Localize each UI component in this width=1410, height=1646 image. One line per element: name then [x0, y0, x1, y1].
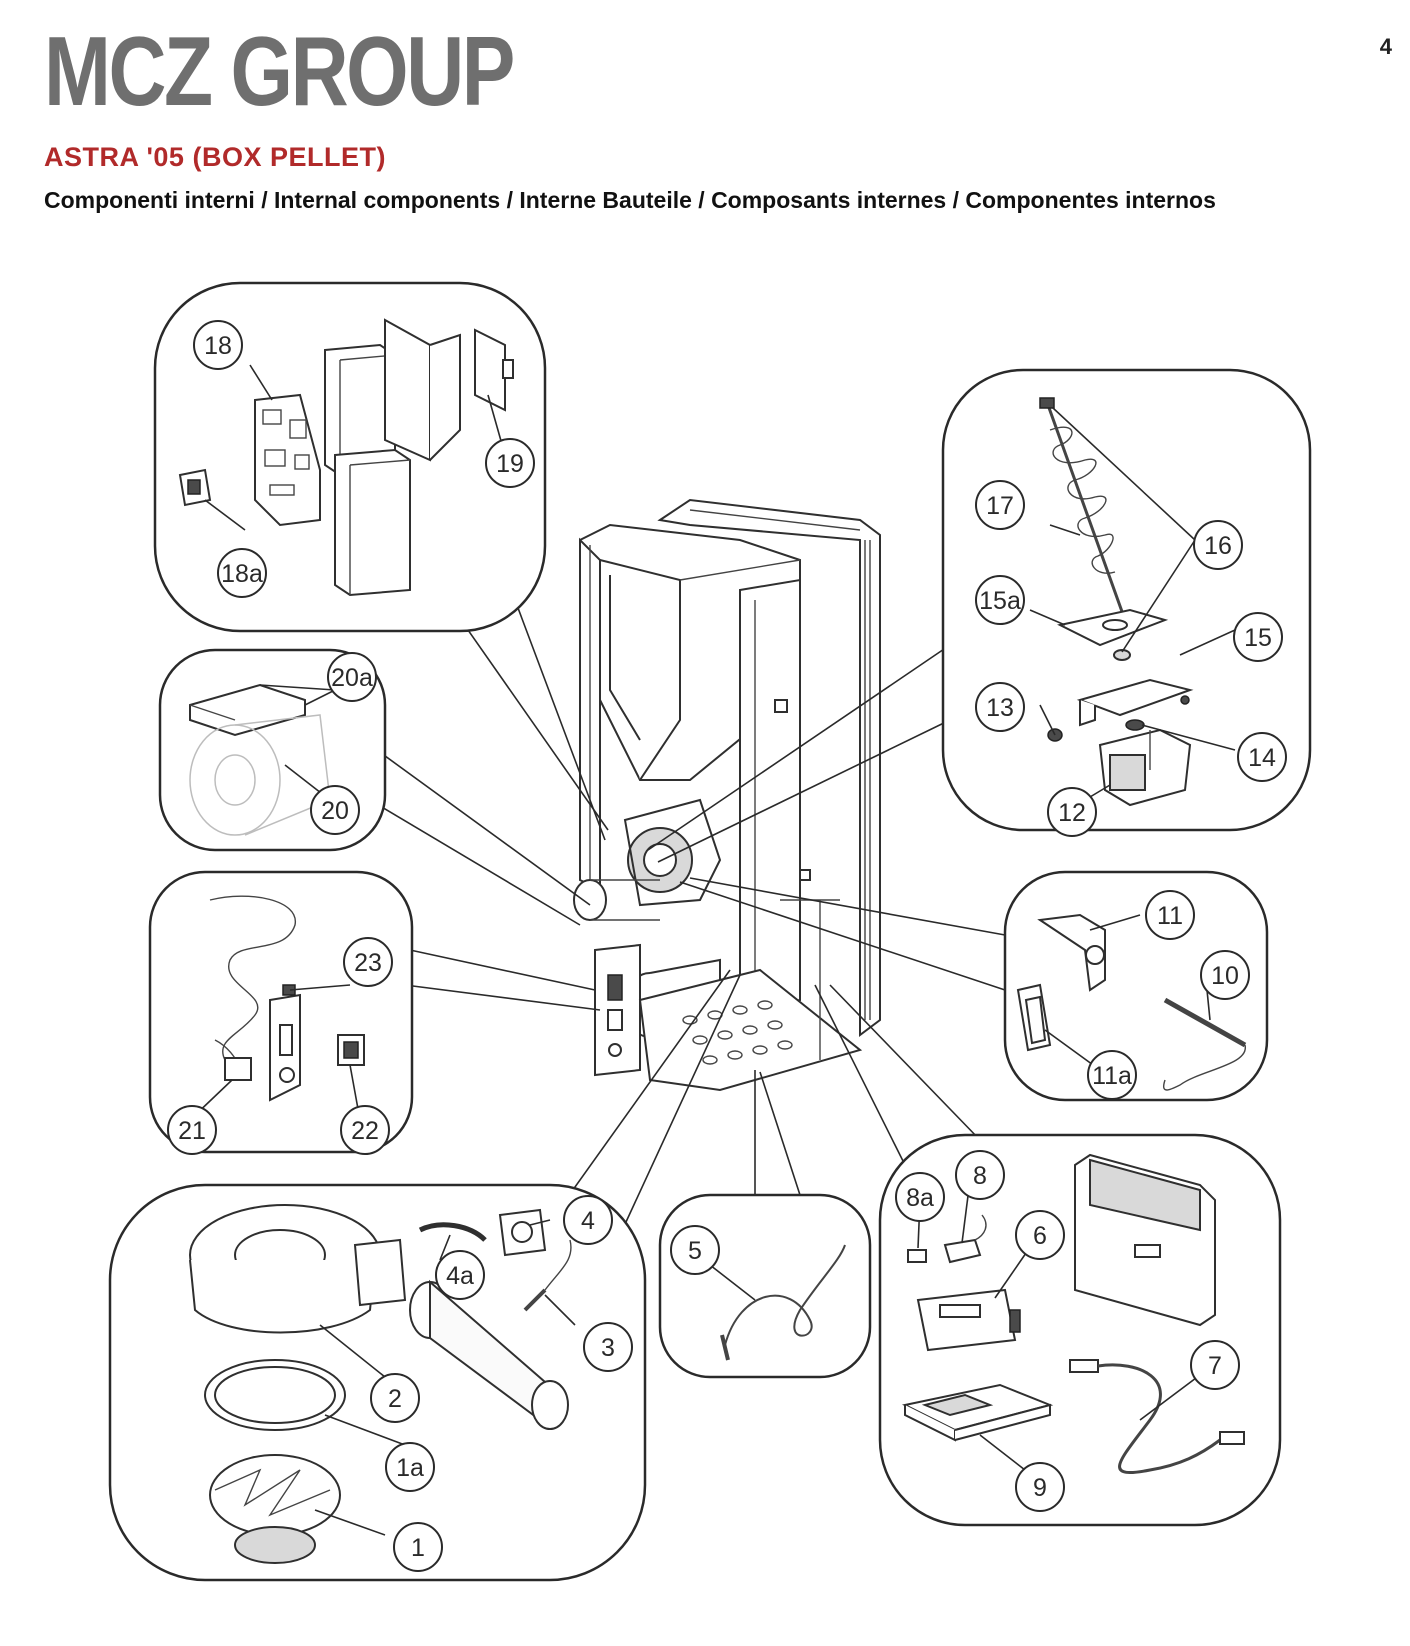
callout-14: 14 [1237, 732, 1287, 782]
svg-text:4a: 4a [446, 1262, 474, 1290]
callout-15a: 15a [975, 575, 1025, 625]
svg-text:2: 2 [388, 1385, 402, 1413]
callout-6: 6 [1015, 1210, 1065, 1260]
svg-text:10: 10 [1211, 962, 1239, 990]
svg-text:15a: 15a [979, 587, 1021, 615]
svg-text:4: 4 [581, 1207, 595, 1235]
page-number: 4 [1379, 34, 1392, 59]
svg-text:22: 22 [351, 1117, 379, 1145]
svg-text:15: 15 [1244, 624, 1272, 652]
callout-5: 5 [670, 1225, 720, 1275]
svg-text:19: 19 [496, 450, 524, 478]
panel-auger [941, 368, 1312, 832]
svg-text:6: 6 [1033, 1222, 1047, 1250]
brand-logo: MCZ GROUP [44, 16, 515, 126]
panel-ignition [1003, 870, 1269, 1102]
svg-text:14: 14 [1248, 744, 1276, 772]
callout-20a: 20a [327, 652, 377, 702]
page-subtitle: Componenti interni / Internal components… [44, 187, 1216, 213]
stove-body [573, 498, 881, 1092]
callout-18: 18 [193, 320, 243, 370]
svg-text:18a: 18a [221, 560, 263, 588]
svg-text:5: 5 [688, 1237, 702, 1265]
callout-15: 15 [1233, 612, 1283, 662]
svg-text:1: 1 [411, 1534, 425, 1562]
callout-17: 17 [975, 480, 1025, 530]
callout-20: 20 [310, 785, 360, 835]
svg-text:20: 20 [321, 797, 349, 825]
callout-8: 8 [955, 1150, 1005, 1200]
callout-7: 7 [1190, 1340, 1240, 1390]
callout-22: 22 [340, 1105, 390, 1155]
svg-text:9: 9 [1033, 1474, 1047, 1502]
panel-display [878, 1133, 1282, 1527]
svg-text:8: 8 [973, 1162, 987, 1190]
callout-9: 9 [1015, 1462, 1065, 1512]
callout-18a: 18a [217, 548, 267, 598]
callout-4a: 4a [435, 1250, 485, 1300]
callout-16: 16 [1193, 520, 1243, 570]
svg-text:13: 13 [986, 694, 1014, 722]
callout-13: 13 [975, 682, 1025, 732]
panel-cable [658, 1193, 872, 1379]
svg-text:7: 7 [1208, 1352, 1222, 1380]
callout-10: 10 [1200, 950, 1250, 1000]
callout-23: 23 [343, 937, 393, 987]
callout-19: 19 [485, 438, 535, 488]
svg-text:11: 11 [1157, 902, 1183, 930]
page-title: ASTRA '05 (BOX PELLET) [44, 142, 386, 172]
svg-text:18: 18 [204, 332, 232, 360]
callout-11a: 11a [1087, 1050, 1137, 1100]
svg-text:1a: 1a [396, 1454, 424, 1482]
callout-11: 11 [1145, 890, 1195, 940]
svg-text:8a: 8a [906, 1184, 934, 1212]
svg-text:3: 3 [601, 1334, 615, 1362]
callout-3: 3 [583, 1322, 633, 1372]
callout-12: 12 [1047, 787, 1097, 837]
svg-text:11a: 11a [1092, 1062, 1132, 1090]
callout-4: 4 [563, 1195, 613, 1245]
svg-text:21: 21 [178, 1117, 206, 1145]
svg-text:20a: 20a [331, 664, 373, 692]
callout-2: 2 [370, 1373, 420, 1423]
svg-text:16: 16 [1204, 532, 1232, 560]
callout-1: 1 [393, 1522, 443, 1572]
panel-sensors [148, 870, 414, 1154]
callout-1a: 1a [385, 1442, 435, 1492]
svg-text:12: 12 [1058, 799, 1086, 827]
callout-21: 21 [167, 1105, 217, 1155]
svg-text:17: 17 [986, 492, 1014, 520]
callout-8a: 8a [895, 1172, 945, 1222]
svg-text:23: 23 [354, 949, 382, 977]
